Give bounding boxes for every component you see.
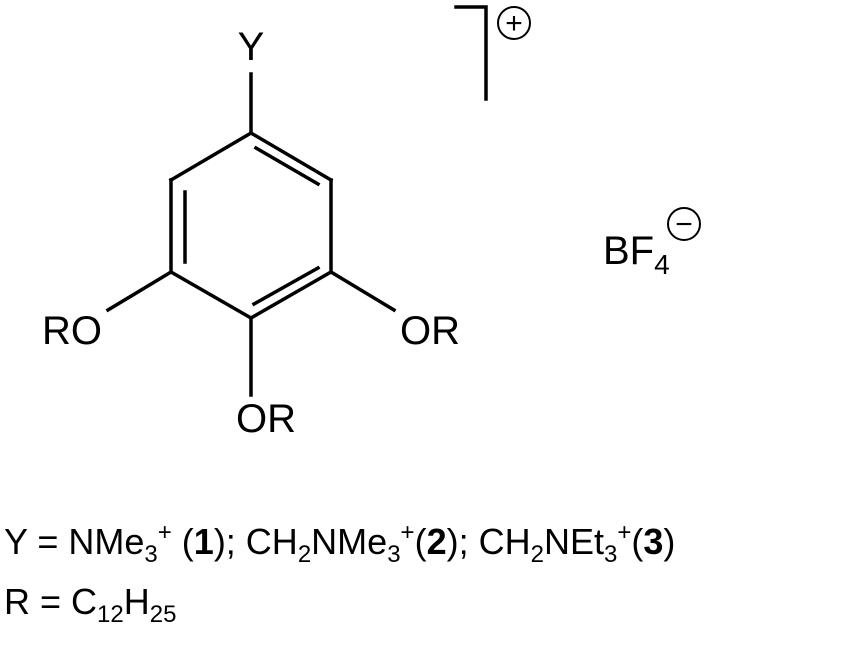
substituent-or-right-label: OR bbox=[400, 309, 460, 353]
legend-y-mid3: NEt bbox=[543, 521, 604, 562]
legend-r-mid: H bbox=[123, 581, 150, 622]
ring-bond-top-right bbox=[248, 130, 334, 183]
legend-y-close2: ); CH bbox=[446, 521, 531, 562]
cation-charge-symbol: + bbox=[505, 7, 523, 40]
legend-y-sup3: + bbox=[617, 519, 632, 546]
counterion-subscript: 4 bbox=[654, 249, 670, 280]
legend-y-compound-1: 1 bbox=[193, 521, 214, 562]
bond-ring-to-right-oxygen bbox=[328, 269, 397, 313]
substituent-or-bottom-label: OR bbox=[236, 397, 296, 441]
legend-y-close3: ) bbox=[663, 521, 676, 562]
legend-y-compound-3: 3 bbox=[643, 521, 664, 562]
substituent-y-label: Y bbox=[238, 25, 265, 69]
legend-r-sub1: 12 bbox=[97, 601, 124, 628]
legend-y-sup1: + bbox=[157, 519, 172, 546]
legend-r-definition: R = C12H25 bbox=[4, 581, 176, 627]
substituent-or-left-label: RO bbox=[42, 309, 102, 353]
legend-y-sub3: 3 bbox=[387, 541, 401, 568]
anion-charge-circle bbox=[667, 207, 701, 241]
cation-charge-circle bbox=[497, 6, 531, 40]
legend-y-open2: ( bbox=[414, 521, 427, 562]
ring-bond-bottom-right bbox=[248, 269, 334, 321]
legend-y-sup2: + bbox=[400, 519, 415, 546]
legend-y-sub2: 2 bbox=[297, 541, 312, 568]
counterion-label: BF4 bbox=[603, 229, 670, 280]
legend-r-prefix: R = C bbox=[4, 581, 98, 622]
anion-charge-symbol: − bbox=[675, 208, 693, 241]
ring-bond-bottom-left bbox=[168, 269, 254, 321]
chemical-structure-diagram: Y RO OR OR + − BF4 bbox=[42, 5, 701, 441]
ring-bond-top-left bbox=[168, 130, 254, 183]
legend-y-prefix: Y = NMe bbox=[4, 521, 145, 562]
legend-y-close1: ); CH bbox=[213, 521, 298, 562]
legend-y-sub5: 3 bbox=[603, 541, 618, 568]
cation-bracket bbox=[454, 5, 488, 101]
legend-y-compound-2: 2 bbox=[426, 521, 447, 562]
legend-y-sub4: 2 bbox=[530, 541, 544, 568]
bond-ring-to-left-oxygen bbox=[105, 269, 174, 313]
ring-double-bond-inner-bottom-right bbox=[251, 265, 321, 307]
ring-double-bond-inner-top-right bbox=[253, 145, 321, 187]
counterion-main: BF bbox=[603, 229, 654, 273]
legend-y-definition: Y = NMe3+ (1); CH2NMe3+(2); CH2NEt3+(3) bbox=[4, 521, 676, 567]
legend-y-open1: ( bbox=[171, 521, 194, 562]
legend-y-mid2: NMe bbox=[311, 521, 388, 562]
legend-y-open3: ( bbox=[631, 521, 644, 562]
legend-r-sub2: 25 bbox=[149, 601, 177, 628]
legend-y-sub1: 3 bbox=[144, 541, 158, 568]
